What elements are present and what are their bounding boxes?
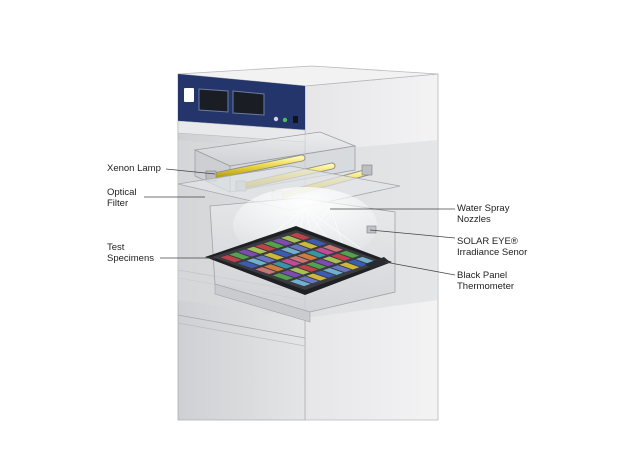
label-solar-eye: SOLAR EYE® Irradiance Senor [457,236,527,258]
label-optical-filter: Optical Filter [107,187,137,209]
label-water-spray-nozzles: Water Spray Nozzles [457,203,509,225]
label-xenon-lamp: Xenon Lamp [107,163,161,174]
label-black-panel-thermometer: Black Panel Thermometer [457,270,514,292]
q-lab-logo [184,88,194,102]
label-test-specimens: Test Specimens [107,242,154,264]
solar-eye-sensor [367,226,376,233]
